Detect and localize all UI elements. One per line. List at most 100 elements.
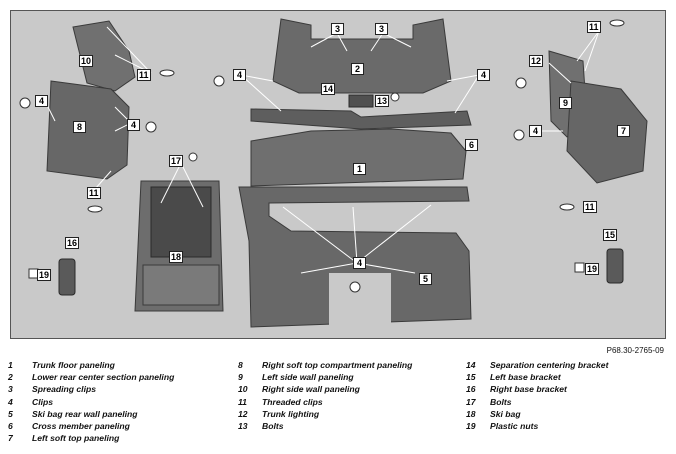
leader-line — [94, 170, 112, 190]
callout-8: 8 — [73, 121, 86, 133]
lower-rear-center-section-paneling — [272, 18, 452, 94]
callout-6: 6 — [465, 139, 478, 151]
callout-7: 7 — [617, 125, 630, 137]
callout-10: 10 — [79, 55, 94, 67]
leader-line — [336, 32, 348, 52]
leader-line — [240, 74, 274, 82]
clip-part-4 — [19, 97, 31, 109]
clip-part-4 — [213, 75, 225, 87]
callout-15: 15 — [603, 229, 618, 241]
leader-line — [584, 30, 600, 72]
bolt-part-17 — [188, 152, 198, 162]
leader-line — [446, 74, 480, 82]
callout-11: 11 — [137, 69, 151, 81]
callout-4: 4 — [529, 125, 542, 137]
threaded-clip-part-11 — [559, 203, 575, 211]
callout-4: 4 — [127, 119, 140, 131]
leader-line — [382, 32, 412, 48]
leader-line — [356, 204, 432, 264]
callout-18: 18 — [169, 251, 184, 263]
leader-line — [106, 26, 152, 74]
callout-11: 11 — [587, 21, 601, 33]
plastic-nut-part-19 — [574, 262, 585, 273]
leader-line — [160, 162, 182, 204]
leader-line — [300, 262, 358, 274]
leader-line — [356, 262, 416, 274]
bolt-part-13 — [390, 92, 400, 102]
callout-11: 11 — [583, 201, 597, 213]
figure-reference-code: P68.30-2765-09 — [606, 346, 664, 355]
trunk-floor-paneling — [250, 128, 467, 187]
leader-line — [548, 62, 572, 84]
leader-line — [576, 30, 600, 62]
leader-line — [180, 162, 204, 208]
callout-17: 17 — [169, 155, 184, 167]
ski-bag-cutout — [329, 273, 391, 325]
callout-19: 19 — [37, 269, 52, 281]
cross-member-paneling — [250, 108, 472, 130]
callout-12: 12 — [529, 55, 544, 67]
leader-line — [370, 32, 384, 52]
callout-3: 3 — [375, 23, 388, 35]
callout-19: 19 — [585, 263, 600, 275]
exploded-parts-diagram: 3 3 2 4 4 4 4 4 4 1 5 6 7 8 9 10 11 11 1… — [10, 10, 666, 339]
separation-centering-bracket — [348, 94, 374, 108]
threaded-clip-part-11 — [87, 205, 103, 213]
callout-11: 11 — [87, 187, 101, 199]
left-soft-top-paneling — [566, 80, 648, 184]
threaded-clip-part-11 — [159, 69, 175, 77]
callout-4: 4 — [477, 69, 490, 81]
diagram-drawing — [19, 18, 648, 328]
left-base-bracket — [606, 248, 624, 284]
callout-16: 16 — [65, 237, 80, 249]
clip-part-4 — [145, 121, 157, 133]
callout-9: 9 — [559, 97, 572, 109]
clip-part-4 — [515, 77, 527, 89]
callout-3: 3 — [331, 23, 344, 35]
callout-14: 14 — [321, 83, 336, 95]
ski-bag-tray — [142, 264, 220, 306]
threaded-clip-part-11 — [609, 19, 625, 27]
leader-line — [352, 206, 358, 264]
callout-4: 4 — [233, 69, 246, 81]
right-side-wall-paneling — [72, 20, 136, 92]
right-base-bracket — [58, 258, 76, 296]
clip-part-4 — [349, 281, 361, 293]
callout-4: 4 — [35, 95, 48, 107]
ski-bag — [150, 186, 212, 258]
callout-2: 2 — [351, 63, 364, 75]
callout-4: 4 — [353, 257, 366, 269]
right-soft-top-compartment-paneling — [46, 80, 130, 180]
callout-5: 5 — [419, 273, 432, 285]
leader-line — [454, 74, 480, 114]
clip-part-4 — [513, 129, 525, 141]
leader-line — [282, 206, 358, 264]
callout-13: 13 — [375, 95, 390, 107]
leader-line — [240, 74, 282, 112]
callout-1: 1 — [353, 163, 366, 175]
leader-line — [310, 32, 338, 48]
